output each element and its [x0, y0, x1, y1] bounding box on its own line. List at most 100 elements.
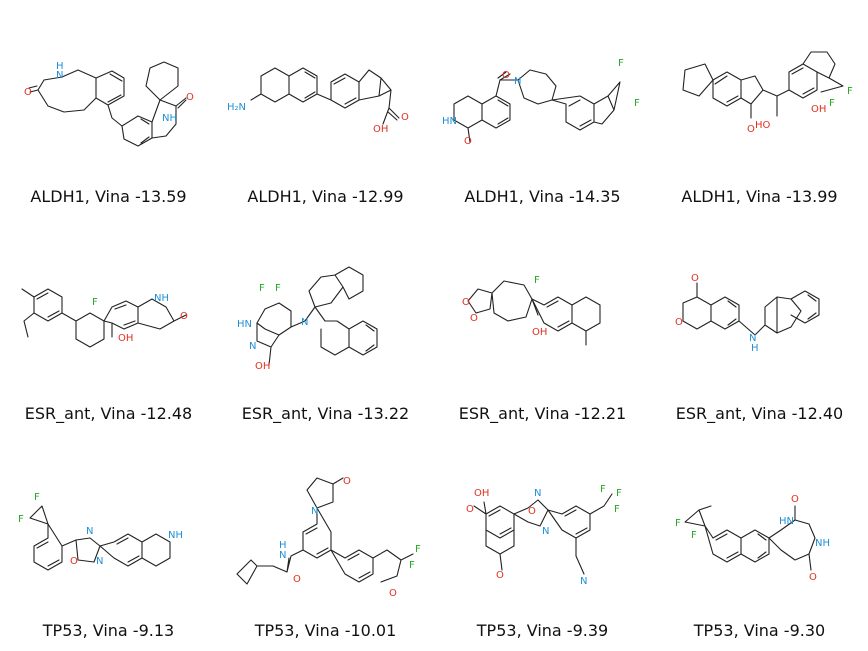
atom-label: O — [462, 297, 470, 308]
molecule-structure: F F O HN NH O — [675, 494, 830, 583]
molecule-cell: H₂N O OH ALDH1, Vina -12.99 — [217, 0, 434, 217]
atom-label: F — [92, 297, 98, 308]
molecule-cell: O N F F HN O ALDH1, Vina -14.35 — [434, 0, 651, 217]
molecule-cell: N H O O NH ALDH1, Vina -13.59 — [0, 0, 217, 217]
atom-label: F — [534, 275, 540, 286]
molecule-caption: ESR_ant, Vina -12.21 — [458, 404, 627, 423]
molecule-structure: F F N O N NH — [18, 492, 183, 571]
atom-label: O — [528, 506, 536, 517]
atom-label: N — [542, 526, 549, 537]
atom-label: N — [301, 317, 308, 328]
atom-label: N — [56, 70, 63, 81]
atom-label: O — [180, 311, 188, 322]
atom-label-h: H — [56, 61, 64, 72]
molecule-caption: ALDH1, Vina -13.99 — [681, 187, 838, 206]
atom-label: OH — [811, 104, 826, 115]
molecule-structure: N H O O NH — [24, 61, 194, 147]
molecule-cell: F F N O N NH TP53, Vina -9.13 — [0, 434, 217, 651]
atom-label: N — [86, 526, 93, 537]
molecule-caption: TP53, Vina -9.13 — [42, 621, 175, 640]
atom-label: N — [96, 556, 103, 567]
atom-label: N — [534, 488, 541, 499]
atom-label: N — [580, 576, 587, 587]
molecule-cell: F F HN N N OH ESR_ant, Vina -13.22 — [217, 217, 434, 434]
atom-label: OH — [255, 361, 270, 372]
atom-label: F — [415, 544, 421, 555]
atom-label: O — [675, 317, 683, 328]
atom-label: O — [293, 574, 301, 585]
molecule-cell: O O N H ESR_ant, Vina -12.40 — [651, 217, 868, 434]
molecule-structure: N O N H O F F O — [236, 476, 421, 599]
atom-label: NH — [168, 530, 183, 541]
atom-label: NH — [154, 293, 169, 304]
atom-label: F — [618, 58, 624, 69]
atom-label: NH — [815, 538, 830, 549]
atom-label: N — [249, 341, 256, 352]
molecule-structure: F NH O OH — [21, 288, 188, 348]
atom-label: N — [279, 550, 286, 561]
molecule-structure: F F HN N N OH — [237, 266, 378, 372]
atom-label: OH — [118, 333, 133, 344]
atom-label: O — [401, 112, 409, 123]
molecule-cell: F F O HN NH O TP53, Vina -9.30 — [651, 434, 868, 651]
molecule-caption: ALDH1, Vina -13.59 — [30, 187, 187, 206]
molecule-structure: O N F F HN O — [442, 58, 640, 147]
molecule-caption: ESR_ant, Vina -13.22 — [241, 404, 410, 423]
atom-label: O — [464, 136, 472, 147]
atom-label: O — [343, 476, 351, 487]
molecule-cell: OH O N O N F F F N O TP53, Vina -9.39 — [434, 434, 651, 651]
atom-label: NH — [162, 113, 177, 124]
atom-label: OH — [532, 327, 547, 338]
atom-label: F — [18, 514, 24, 525]
atom-label: F — [616, 488, 622, 499]
molecule-structure: O O F OH — [462, 275, 601, 346]
atom-label: HN — [442, 116, 457, 127]
atom-label: F — [600, 484, 606, 495]
atom-label: OH — [373, 124, 388, 135]
atom-label: F — [634, 98, 640, 109]
molecule-caption: ALDH1, Vina -12.99 — [247, 187, 404, 206]
atom-label: O — [389, 588, 397, 599]
atom-label: O — [470, 313, 478, 324]
molecule-caption: ESR_ant, Vina -12.40 — [675, 404, 844, 423]
atom-label: O — [502, 70, 510, 81]
molecule-structure: O HO OH F F — [682, 51, 853, 135]
atom-label: O — [466, 504, 474, 515]
atom-label: F — [847, 86, 853, 97]
atom-label: F — [675, 518, 681, 529]
molecule-cell: F NH O OH ESR_ant, Vina -12.48 — [0, 217, 217, 434]
atom-label: F — [275, 283, 281, 294]
atom-label: F — [614, 504, 620, 515]
atom-label: N — [749, 333, 756, 344]
molecule-caption: ESR_ant, Vina -12.48 — [24, 404, 193, 423]
molecule-caption: TP53, Vina -9.39 — [476, 621, 609, 640]
atom-label: OH — [474, 488, 489, 499]
atom-label-h: H — [279, 540, 287, 551]
molecule-caption: ALDH1, Vina -14.35 — [464, 187, 621, 206]
atom-label: H₂N — [227, 102, 246, 113]
molecule-cell: N O N H O F F O TP53, Vina -10.01 — [217, 434, 434, 651]
atom-label: HN — [779, 516, 794, 527]
atom-label: O — [691, 273, 699, 284]
molecule-caption: TP53, Vina -10.01 — [254, 621, 397, 640]
atom-label: F — [691, 530, 697, 541]
atom-label: O — [496, 570, 504, 581]
molecule-structure: OH O N O N F F F N O — [466, 484, 622, 587]
atom-label: O — [70, 556, 78, 567]
atom-label: O — [809, 572, 817, 583]
atom-label: O — [186, 92, 194, 103]
atom-label: HN — [237, 319, 252, 330]
molecule-cell: O HO OH F F ALDH1, Vina -13.99 — [651, 0, 868, 217]
atom-label: O — [24, 87, 32, 98]
atom-label: O — [791, 494, 799, 505]
molecule-structure: O O N H — [675, 273, 820, 354]
atom-label: F — [259, 283, 265, 294]
atom-label: F — [409, 560, 415, 571]
atom-label: HO — [755, 120, 771, 131]
atom-label: F — [34, 492, 40, 503]
molecule-structure: H₂N O OH — [227, 67, 409, 135]
atom-label: F — [829, 98, 835, 109]
atom-label: O — [747, 124, 755, 135]
atom-label: N — [514, 76, 521, 87]
